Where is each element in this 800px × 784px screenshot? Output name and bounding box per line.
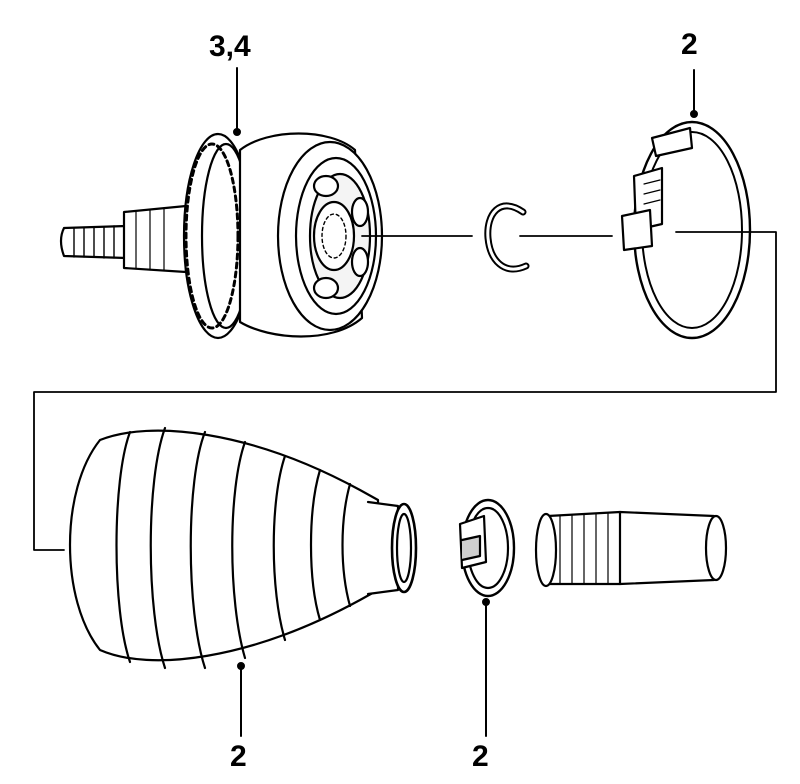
- outer-race-housing: [238, 132, 384, 338]
- leader-lines: [233, 67, 698, 737]
- stub-shaft: [59, 204, 188, 274]
- callout-joint: 3,4: [209, 30, 251, 63]
- assembly-axis-line: [33, 231, 777, 551]
- callout-clamp-ring: 2: [681, 28, 698, 61]
- large-boot-clamp: [620, 120, 752, 340]
- small-boot-clamp: [458, 498, 516, 598]
- callout-small-clamp: 2: [472, 740, 489, 773]
- cv-joint-assembly: [59, 132, 384, 340]
- drive-shaft: [534, 510, 728, 588]
- boot-gaiter: [68, 426, 418, 670]
- callout-boot: 2: [230, 740, 247, 773]
